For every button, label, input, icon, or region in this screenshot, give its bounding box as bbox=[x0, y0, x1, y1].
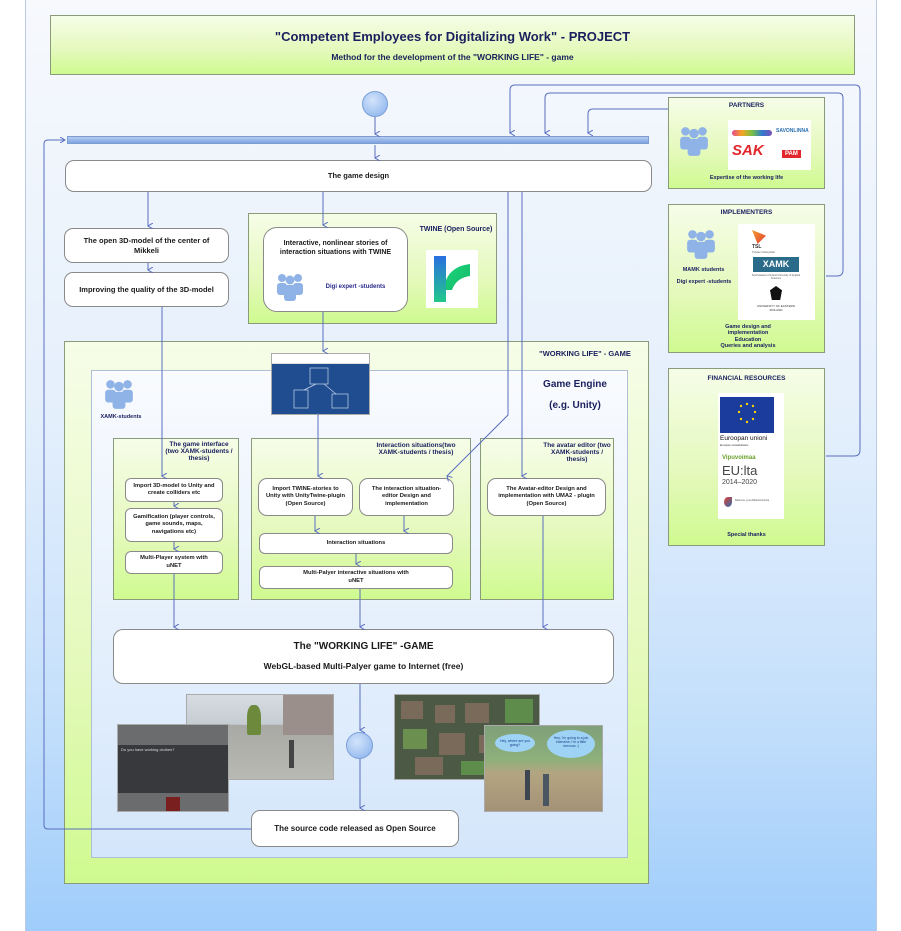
improving-3d-label: Improving the quality of the 3D-model bbox=[79, 284, 214, 294]
xamk-subtitle: South-Eastern Finland University of Appl… bbox=[751, 274, 801, 280]
avatar-title: The avatar editor (two XAMK-students / t… bbox=[543, 442, 611, 463]
game-interface-title: The game interface (two XAMK-students / … bbox=[165, 441, 233, 462]
twine-logo bbox=[426, 250, 478, 308]
game-engine-example: (e.g. Unity) bbox=[549, 400, 601, 411]
xamk-students-label: XAMK-students bbox=[100, 414, 142, 420]
twine-editor-screenshot bbox=[271, 353, 370, 415]
people-icon bbox=[679, 125, 709, 162]
dialogue-text: Do you have working clothes? bbox=[121, 747, 175, 752]
project-title: "Competent Employees for Digitalizing Wo… bbox=[274, 29, 631, 44]
fork-bar bbox=[67, 136, 649, 144]
etela-savo-logo bbox=[732, 130, 772, 136]
financial-caption: Special thanks bbox=[727, 532, 766, 538]
working-life-game-node: The "WORKING LIFE" -GAME WebGL-based Mul… bbox=[113, 629, 614, 684]
end-node bbox=[346, 732, 373, 759]
game-panel-title: "WORKING LIFE" - GAME bbox=[539, 349, 631, 358]
years-label: 2014–2020 bbox=[722, 479, 758, 486]
multiplayer-interactive-label: Multi-Palyer interactive situations with… bbox=[303, 570, 409, 584]
financial-title: FINANCIAL RESOURCES bbox=[707, 375, 786, 382]
twine-students-label: Digi expert -students bbox=[325, 284, 386, 290]
eu-flag-icon bbox=[720, 397, 774, 433]
people-icon bbox=[686, 228, 716, 265]
improving-3d-node: Improving the quality of the 3D-model bbox=[64, 272, 229, 307]
header-box: "Competent Employees for Digitalizing Wo… bbox=[50, 15, 855, 75]
uef-icon bbox=[770, 286, 782, 300]
avatar-editor-label: The Avatar-editor Design and implementat… bbox=[498, 486, 595, 507]
interface-step-1-label: Import 3D-model to Unity and create coll… bbox=[133, 482, 215, 496]
game-design-label: The game design bbox=[327, 171, 390, 181]
speech-bubble-right: Hey, I'm going to a job interview. I'm a… bbox=[547, 730, 595, 758]
interface-step-1: Import 3D-model to Unity and create coll… bbox=[125, 478, 223, 502]
interface-step-2: Gamification (player controls, game soun… bbox=[125, 508, 223, 542]
interface-step-3-label: Multi-Player system with uNET bbox=[140, 555, 208, 569]
game-design-node: The game design bbox=[65, 160, 652, 192]
interaction-title: Interaction situations(two XAMK-students… bbox=[376, 442, 456, 456]
mamk-students-label: MAMK students bbox=[682, 267, 725, 273]
digi-students-label: Digi expert -students bbox=[676, 279, 732, 285]
eu-lta-label: EU:lta bbox=[722, 463, 758, 478]
tsl-subtitle: Työväen Sivistysliitto bbox=[752, 251, 776, 254]
game-engine-title: Game Engine bbox=[543, 379, 607, 390]
ministry-label: Rakenne- ja kehittämistoiminta bbox=[735, 499, 770, 502]
open-3d-model-node: The open 3D-model of the center of Mikke… bbox=[64, 228, 229, 263]
vipuvoimaa-label: Vipuvoimaa bbox=[722, 455, 756, 461]
twine-stories-label: Interactive, nonlinear stories of intera… bbox=[279, 240, 392, 256]
savonlinna-logo: SAVONLINNA bbox=[776, 128, 809, 134]
start-node bbox=[362, 91, 388, 117]
project-subtitle: Method for the development of the "WORKI… bbox=[331, 52, 574, 62]
multiplayer-interactive-node: Multi-Palyer interactive situations with… bbox=[259, 566, 453, 589]
avatar-editor-node: The Avatar-editor Design and implementat… bbox=[487, 478, 606, 516]
partner-logos: SAVONLINNA SAK PAM bbox=[728, 120, 811, 170]
interface-step-2-label: Gamification (player controls, game soun… bbox=[133, 514, 215, 535]
interaction-editor-node: The interaction situation-editor Design … bbox=[359, 478, 454, 516]
sak-logo: SAK bbox=[732, 142, 764, 159]
role-queries: Queries and analysis bbox=[720, 342, 776, 349]
open-3d-model-label: The open 3D-model of the center of Mikke… bbox=[83, 236, 210, 255]
pam-logo: PAM bbox=[782, 150, 801, 158]
import-twine-node: Import TWINE-stories to Unity with Unity… bbox=[258, 478, 353, 516]
tsl-icon bbox=[752, 230, 766, 244]
speech-bubble-left: Hey, where are you going? bbox=[495, 734, 535, 752]
financial-logos: Euroopan unioni Euroopan sosiaalirahasto… bbox=[718, 393, 784, 519]
uef-logo: UNIVERSITY OF EASTERN FINLAND bbox=[757, 304, 795, 312]
people-icon bbox=[104, 378, 134, 415]
final-game-title: The "WORKING LIFE" -GAME bbox=[293, 640, 434, 652]
final-game-subtitle: WebGL-based Multi-Palyer game to Interne… bbox=[263, 661, 464, 672]
partners-title: PARTNERS bbox=[728, 102, 765, 109]
implementers-title: IMPLEMENTERS bbox=[720, 209, 773, 216]
implementer-logos: TSL Työväen Sivistysliitto XAMK South-Ea… bbox=[738, 224, 815, 320]
eu-label: Euroopan unioni bbox=[720, 435, 768, 442]
open-source-label: The source code released as Open Source bbox=[274, 823, 436, 833]
partners-caption: Expertise of the working life bbox=[709, 175, 784, 181]
park-screenshot: Hey, where are you going? Hey, I'm going… bbox=[484, 725, 603, 812]
interaction-editor-label: The interaction situation-editor Design … bbox=[371, 486, 442, 507]
implementers-roles: Game design and implementation Education… bbox=[708, 324, 788, 349]
dialogue-screenshot: Do you have working clothes? bbox=[117, 724, 229, 812]
xamk-logo: XAMK bbox=[753, 257, 799, 272]
role-game-design: Game design and implementation bbox=[725, 324, 771, 337]
import-twine-label: Import TWINE-stories to Unity with Unity… bbox=[265, 486, 346, 507]
interface-step-3: Multi-Player system with uNET bbox=[125, 551, 223, 574]
eu-sublabel: Euroopan sosiaalirahasto bbox=[720, 444, 749, 447]
interaction-situations-node: Interaction situations bbox=[259, 533, 453, 554]
tsl-logo: TSL bbox=[752, 244, 762, 250]
twine-title: TWINE (Open Source) bbox=[419, 226, 493, 233]
open-source-node: The source code released as Open Source bbox=[251, 810, 459, 847]
role-education: Education bbox=[734, 336, 762, 343]
interaction-situations-label: Interaction situations bbox=[326, 539, 386, 546]
people-icon bbox=[276, 272, 304, 307]
ministry-icon bbox=[724, 497, 732, 507]
